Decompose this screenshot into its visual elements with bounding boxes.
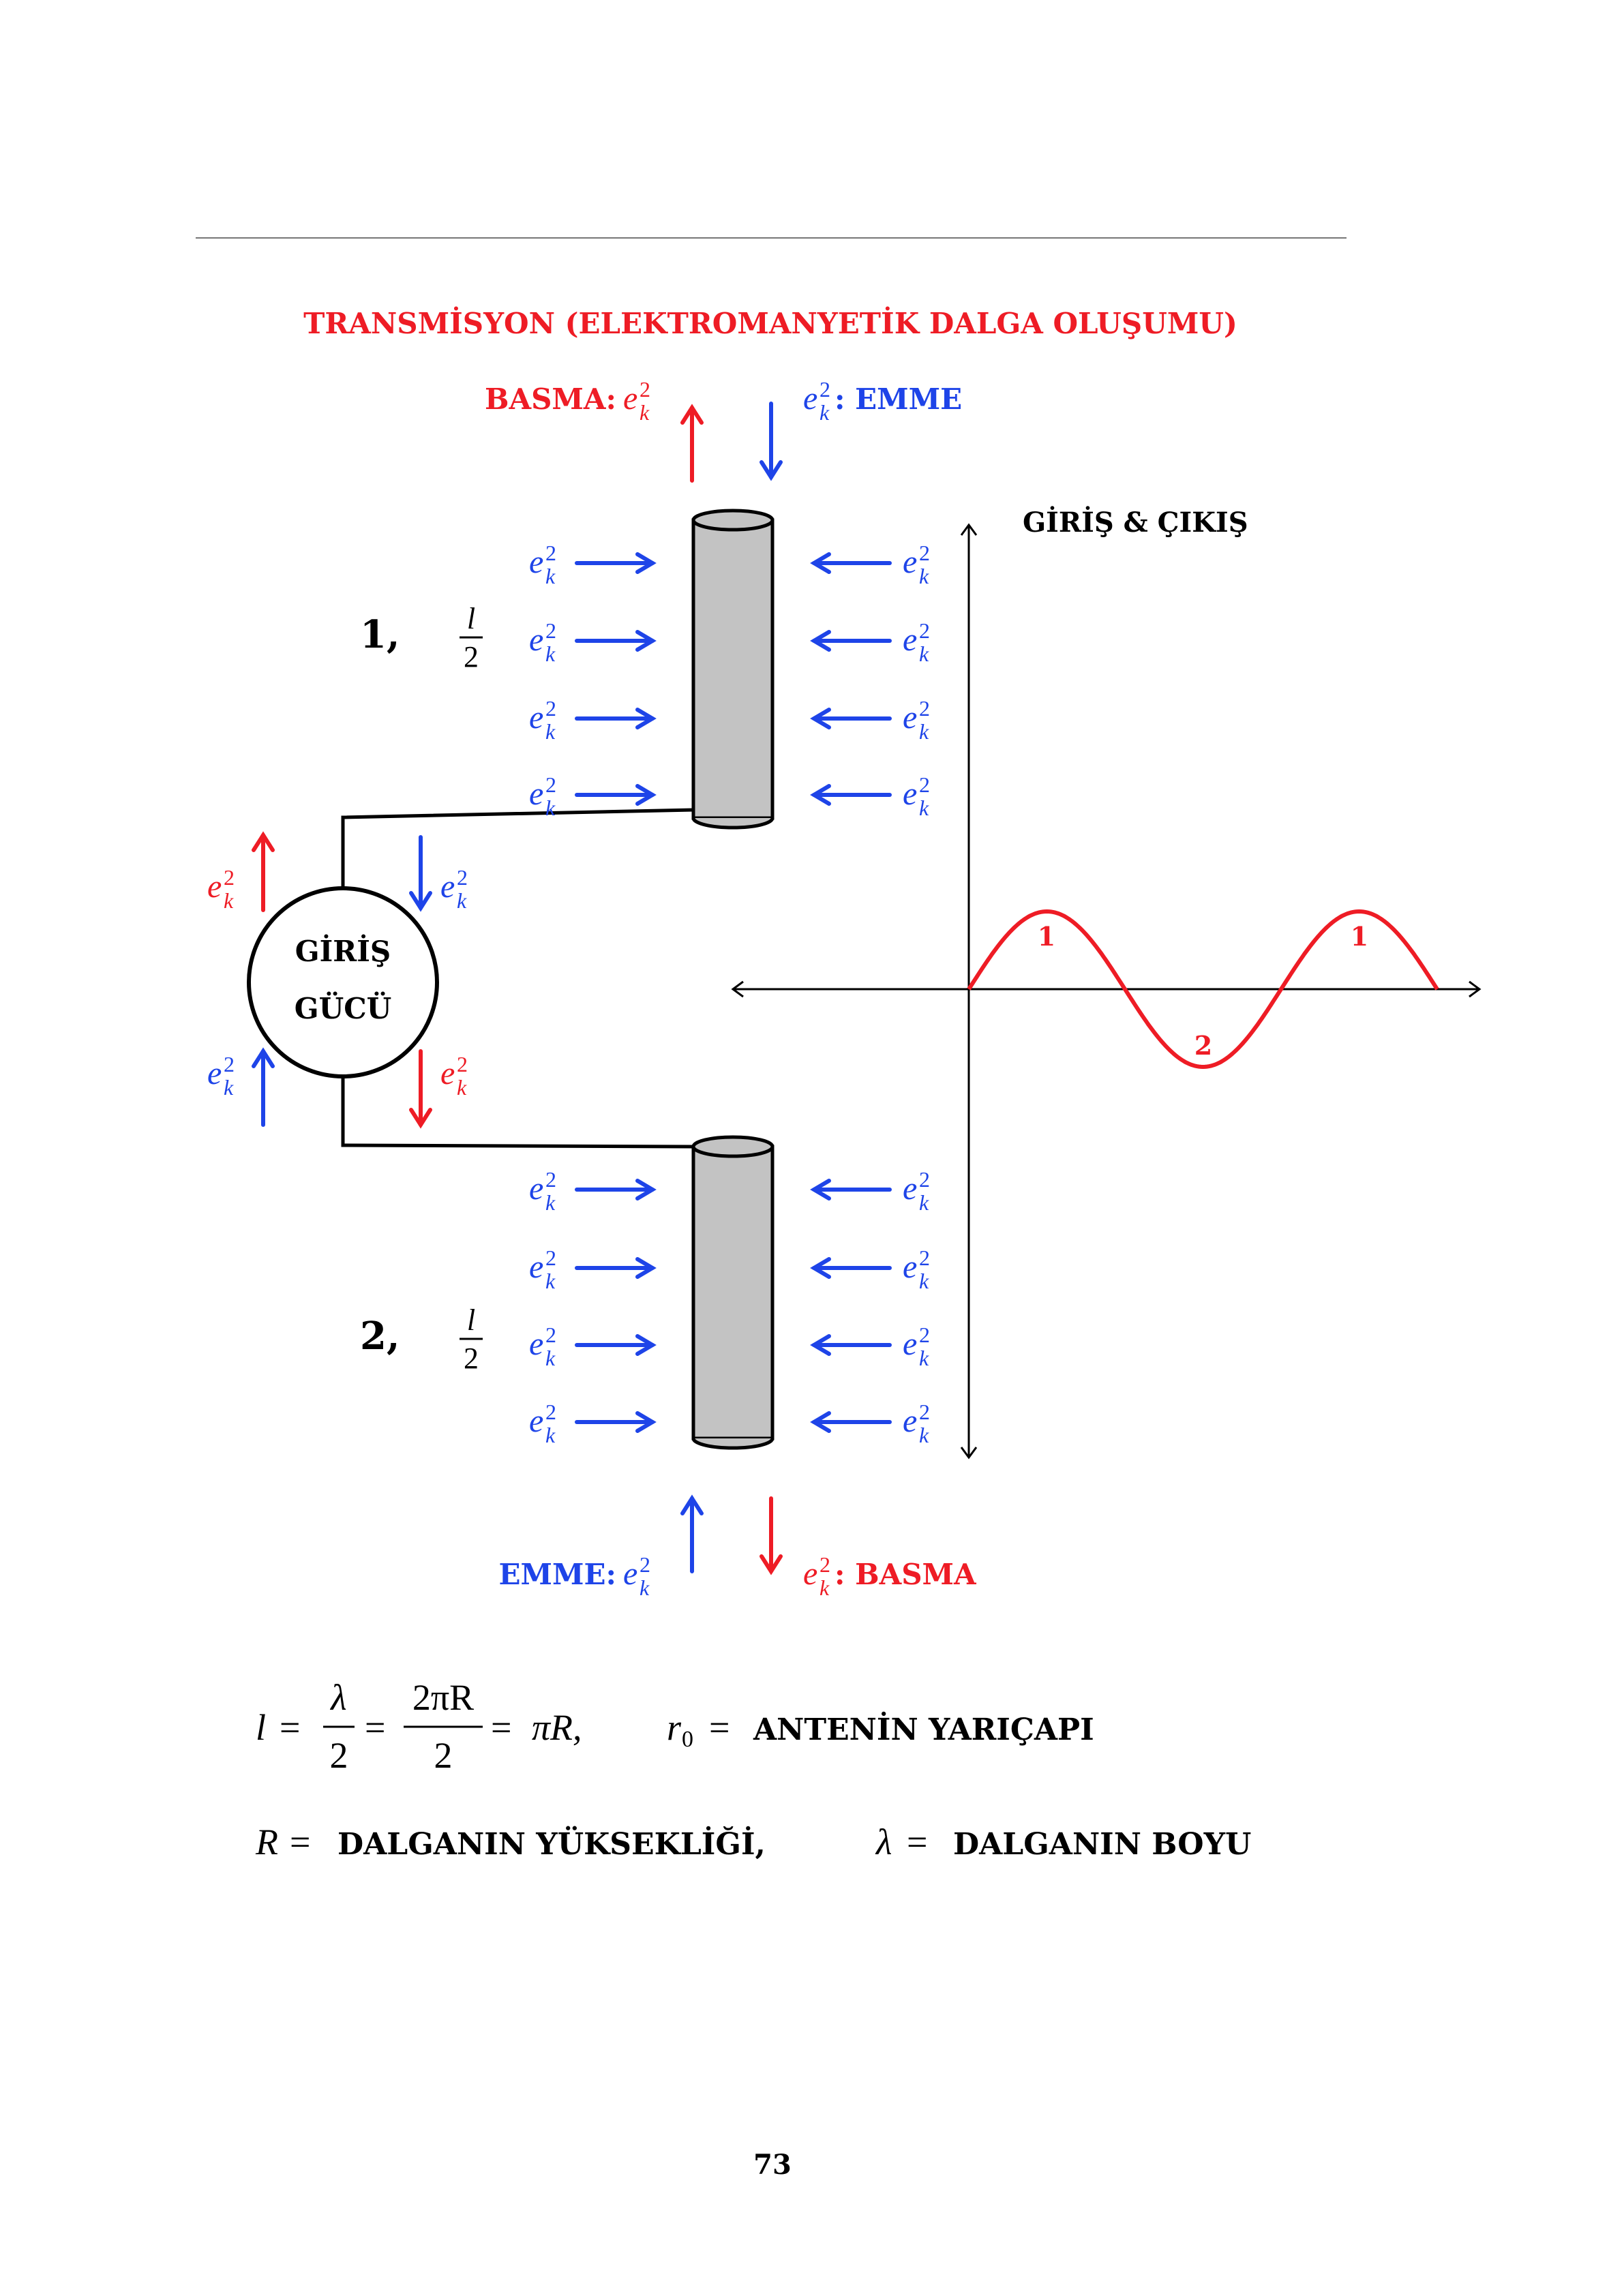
- svg-text:2: 2: [330, 1735, 348, 1776]
- left-field-label: [529, 1400, 556, 1447]
- svg-text:=: =: [907, 1822, 927, 1862]
- left-field-arrow: [575, 708, 657, 729]
- right-field-arrow: [810, 1257, 892, 1279]
- left-field-label: [529, 541, 556, 588]
- right-field-arrow: [810, 784, 892, 806]
- source-right-down-blue-arrow: [409, 835, 432, 912]
- wave-label-2: 2: [1194, 1030, 1212, 1061]
- left-field-label: [529, 696, 556, 744]
- svg-text:λ: λ: [329, 1677, 346, 1718]
- svg-text:2: 2: [464, 1342, 479, 1375]
- wavelength-text: DALGANIN BOYU: [953, 1827, 1251, 1862]
- top-left-ek: [623, 377, 650, 425]
- svg-text:λ: λ: [875, 1822, 892, 1862]
- svg-text:2πR: 2πR: [412, 1677, 474, 1718]
- antenna-radius-text: ANTENİN YARIÇAPI: [753, 1710, 1094, 1747]
- svg-text:2: 2: [434, 1735, 453, 1776]
- left-field-arrow: [575, 784, 657, 806]
- source-left-ek-red: [207, 865, 235, 913]
- right-field-arrow: [810, 1411, 892, 1433]
- formula-definitions: R = DALGANIN YÜKSEKLİĞİ, λ = DALGANIN BO…: [255, 1822, 1251, 1862]
- svg-text:l: l: [467, 1303, 475, 1337]
- left-field-arrow: [575, 1257, 657, 1279]
- page-number: 73: [753, 2149, 792, 2181]
- field-arrows: [529, 541, 930, 1447]
- top-up-arrow: [680, 404, 704, 483]
- source-right-down-red-arrow: [409, 1049, 432, 1129]
- right-field-arrow: [810, 630, 892, 652]
- right-field-label: [903, 696, 930, 744]
- top-down-arrow: [760, 402, 783, 481]
- source-label-line2: GÜCÜ: [295, 991, 392, 1025]
- left-field-arrow: [575, 1411, 657, 1433]
- bottom-right-label: : BASMA: [834, 1558, 977, 1591]
- right-field-arrow: [810, 1179, 892, 1200]
- right-field-label: [903, 772, 930, 820]
- bottom-right-ek: [803, 1552, 830, 1600]
- right-field-label: [903, 1167, 930, 1215]
- antenna-2-number: 2,: [360, 1314, 400, 1359]
- antenna-1-number: 1,: [360, 612, 400, 657]
- svg-text:2: 2: [464, 640, 479, 674]
- source-label-line1: GİRİŞ: [295, 933, 391, 968]
- bottom-left-label: EMME:: [498, 1558, 616, 1591]
- right-field-label: [903, 1245, 930, 1293]
- top-right-ek: [803, 377, 830, 425]
- left-field-arrow: [575, 1179, 657, 1200]
- source-left-ek-blue: [207, 1052, 235, 1100]
- graph-axes: [731, 523, 1482, 1460]
- source-left-up-red-arrow: [252, 831, 275, 912]
- right-field-arrow: [810, 552, 892, 574]
- left-field-arrow: [575, 630, 657, 652]
- source-right-ek-blue: [440, 865, 468, 913]
- bottom-left-ek: [623, 1552, 650, 1600]
- right-field-label: [903, 1323, 930, 1370]
- svg-text:r: r: [667, 1707, 682, 1748]
- antenna-1-fraction: l 2: [460, 602, 483, 674]
- left-field-label: [529, 1245, 556, 1293]
- wave-height-text: DALGANIN YÜKSEKLİĞİ,: [337, 1825, 766, 1862]
- svg-text:=: =: [280, 1707, 300, 1748]
- top-left-label: BASMA:: [485, 382, 616, 416]
- svg-text:πR,: πR,: [532, 1707, 582, 1748]
- page-title: TRANSMİSYON (ELEKTROMANYETİK DALGA OLUŞU…: [303, 305, 1237, 340]
- source-right-ek-red: [440, 1052, 468, 1100]
- wave-label-3: 1: [1351, 921, 1368, 952]
- bottom-up-arrow: [680, 1494, 704, 1573]
- right-field-label: [903, 618, 930, 666]
- left-field-label: [529, 1167, 556, 1215]
- input-power-source: GİRİŞ GÜCÜ: [247, 886, 439, 1078]
- antenna-1: [691, 509, 775, 830]
- right-field-label: [903, 541, 930, 588]
- svg-text:l: l: [467, 602, 475, 635]
- svg-text:R: R: [255, 1822, 278, 1862]
- left-field-label: [529, 618, 556, 666]
- antenna-2-fraction: l 2: [460, 1303, 483, 1375]
- graph-label: GİRİŞ & ÇIKIŞ: [1023, 507, 1248, 539]
- formula-wavelength: l = λ 2 = 2πR 2 = πR, r 0 = ANTENİN YARI…: [256, 1677, 1094, 1776]
- feed-wires: [341, 808, 694, 1149]
- left-field-arrow: [575, 1334, 657, 1356]
- sine-wave: [967, 909, 1439, 1069]
- antenna-2: [691, 1135, 775, 1450]
- left-field-arrow: [575, 552, 657, 574]
- left-field-label: [529, 1323, 556, 1370]
- top-right-label: : EMME: [834, 382, 962, 416]
- wave-label-1: 1: [1038, 921, 1055, 952]
- bottom-down-arrow: [760, 1496, 783, 1575]
- svg-text:l: l: [256, 1707, 266, 1748]
- right-field-arrow: [810, 1334, 892, 1356]
- source-left-up-blue-arrow: [252, 1047, 275, 1127]
- svg-text:0: 0: [682, 1727, 693, 1752]
- svg-text:=: =: [290, 1822, 310, 1862]
- svg-text:=: =: [491, 1707, 511, 1748]
- right-field-arrow: [810, 708, 892, 729]
- svg-text:=: =: [365, 1707, 385, 1748]
- right-field-label: [903, 1400, 930, 1447]
- svg-text:=: =: [709, 1707, 730, 1748]
